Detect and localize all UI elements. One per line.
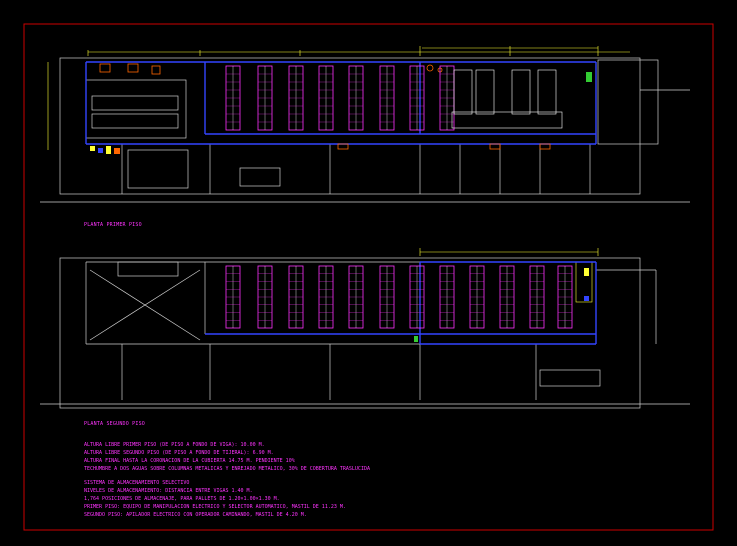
drawing-note: ALTURA LIBRE SEGUNDO PISO (DE PISO A FON… [84, 450, 274, 456]
drawing-note: PRIMER PISO: EQUIPO DE MANIPULACION ELEC… [84, 504, 346, 510]
drawing-note: ALTURA FINAL HASTA LA CORONACION DE LA C… [84, 458, 295, 464]
first-floor-machinery [451, 69, 563, 129]
drawing-border [23, 23, 714, 531]
first-floor-dimensions [47, 46, 630, 150]
drawing-note: SEGUNDO PISO: APILADOR ELECTRICO CON OPE… [84, 512, 307, 518]
first-floor-walls [85, 61, 597, 145]
first-floor-racks [225, 65, 455, 131]
drawing-note: ALTURA LIBRE PRIMER PISO (DE PISO A FOND… [84, 442, 265, 448]
first-floor-plan [40, 46, 690, 203]
first-floor-outline [40, 57, 690, 203]
second-floor-plan-title: PLANTA SEGUNDO PISO [84, 421, 145, 427]
second-floor-dimensions [419, 248, 599, 303]
second-floor-markers [414, 268, 589, 342]
drawing-note: SISTEMA DE ALMACENAMIENTO SELECTIVO [84, 480, 190, 486]
drawing-note: TECHUMBRE A DOS AGUAS SOBRE COLUMNAS MET… [84, 466, 370, 472]
drawing-note: 1,764 POSICIONES DE ALMACENAJE, PARA PAL… [84, 496, 280, 502]
first-floor-plan-title: PLANTA PRIMER PISO [84, 222, 142, 228]
first-floor-equipment [99, 63, 551, 150]
second-floor-racks [225, 265, 573, 329]
second-floor-plan [40, 248, 690, 409]
drawing-note: NIVELES DE ALMACENAMIENTO: DISTANCIA ENT… [84, 488, 253, 494]
second-floor-walls [205, 261, 597, 345]
second-floor-outline [40, 257, 690, 409]
first-floor-markers [90, 72, 592, 154]
